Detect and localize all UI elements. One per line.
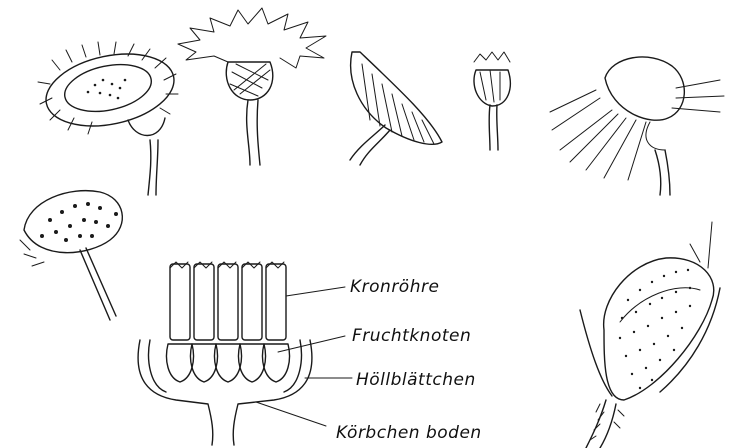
label-huellblaettchen: Höllblättchen <box>356 370 476 390</box>
bracts <box>149 340 302 392</box>
flower-head-coneflower <box>550 57 724 195</box>
label-koerbchenboden: Körbchen boden <box>336 423 482 443</box>
corolla-tubes <box>170 262 286 340</box>
label-fruchtknoten: Fruchtknoten <box>352 326 471 346</box>
flower-head-thistle <box>178 8 326 165</box>
flower-head-daisy <box>38 42 181 195</box>
flower-bud-hairy <box>580 222 720 448</box>
floret-schematic: Kronröhre Fruchtknoten Höllblättchen Kör… <box>138 262 482 445</box>
ovaries <box>167 344 290 382</box>
leader-koerbchenboden <box>256 402 326 426</box>
leader-kronroehre <box>286 287 345 296</box>
receptacle <box>138 340 312 445</box>
flower-head-section <box>350 52 442 165</box>
label-kronroehre: Kronröhre <box>350 277 439 297</box>
flower-head-dotted <box>20 191 122 320</box>
flower-bud <box>474 52 510 150</box>
